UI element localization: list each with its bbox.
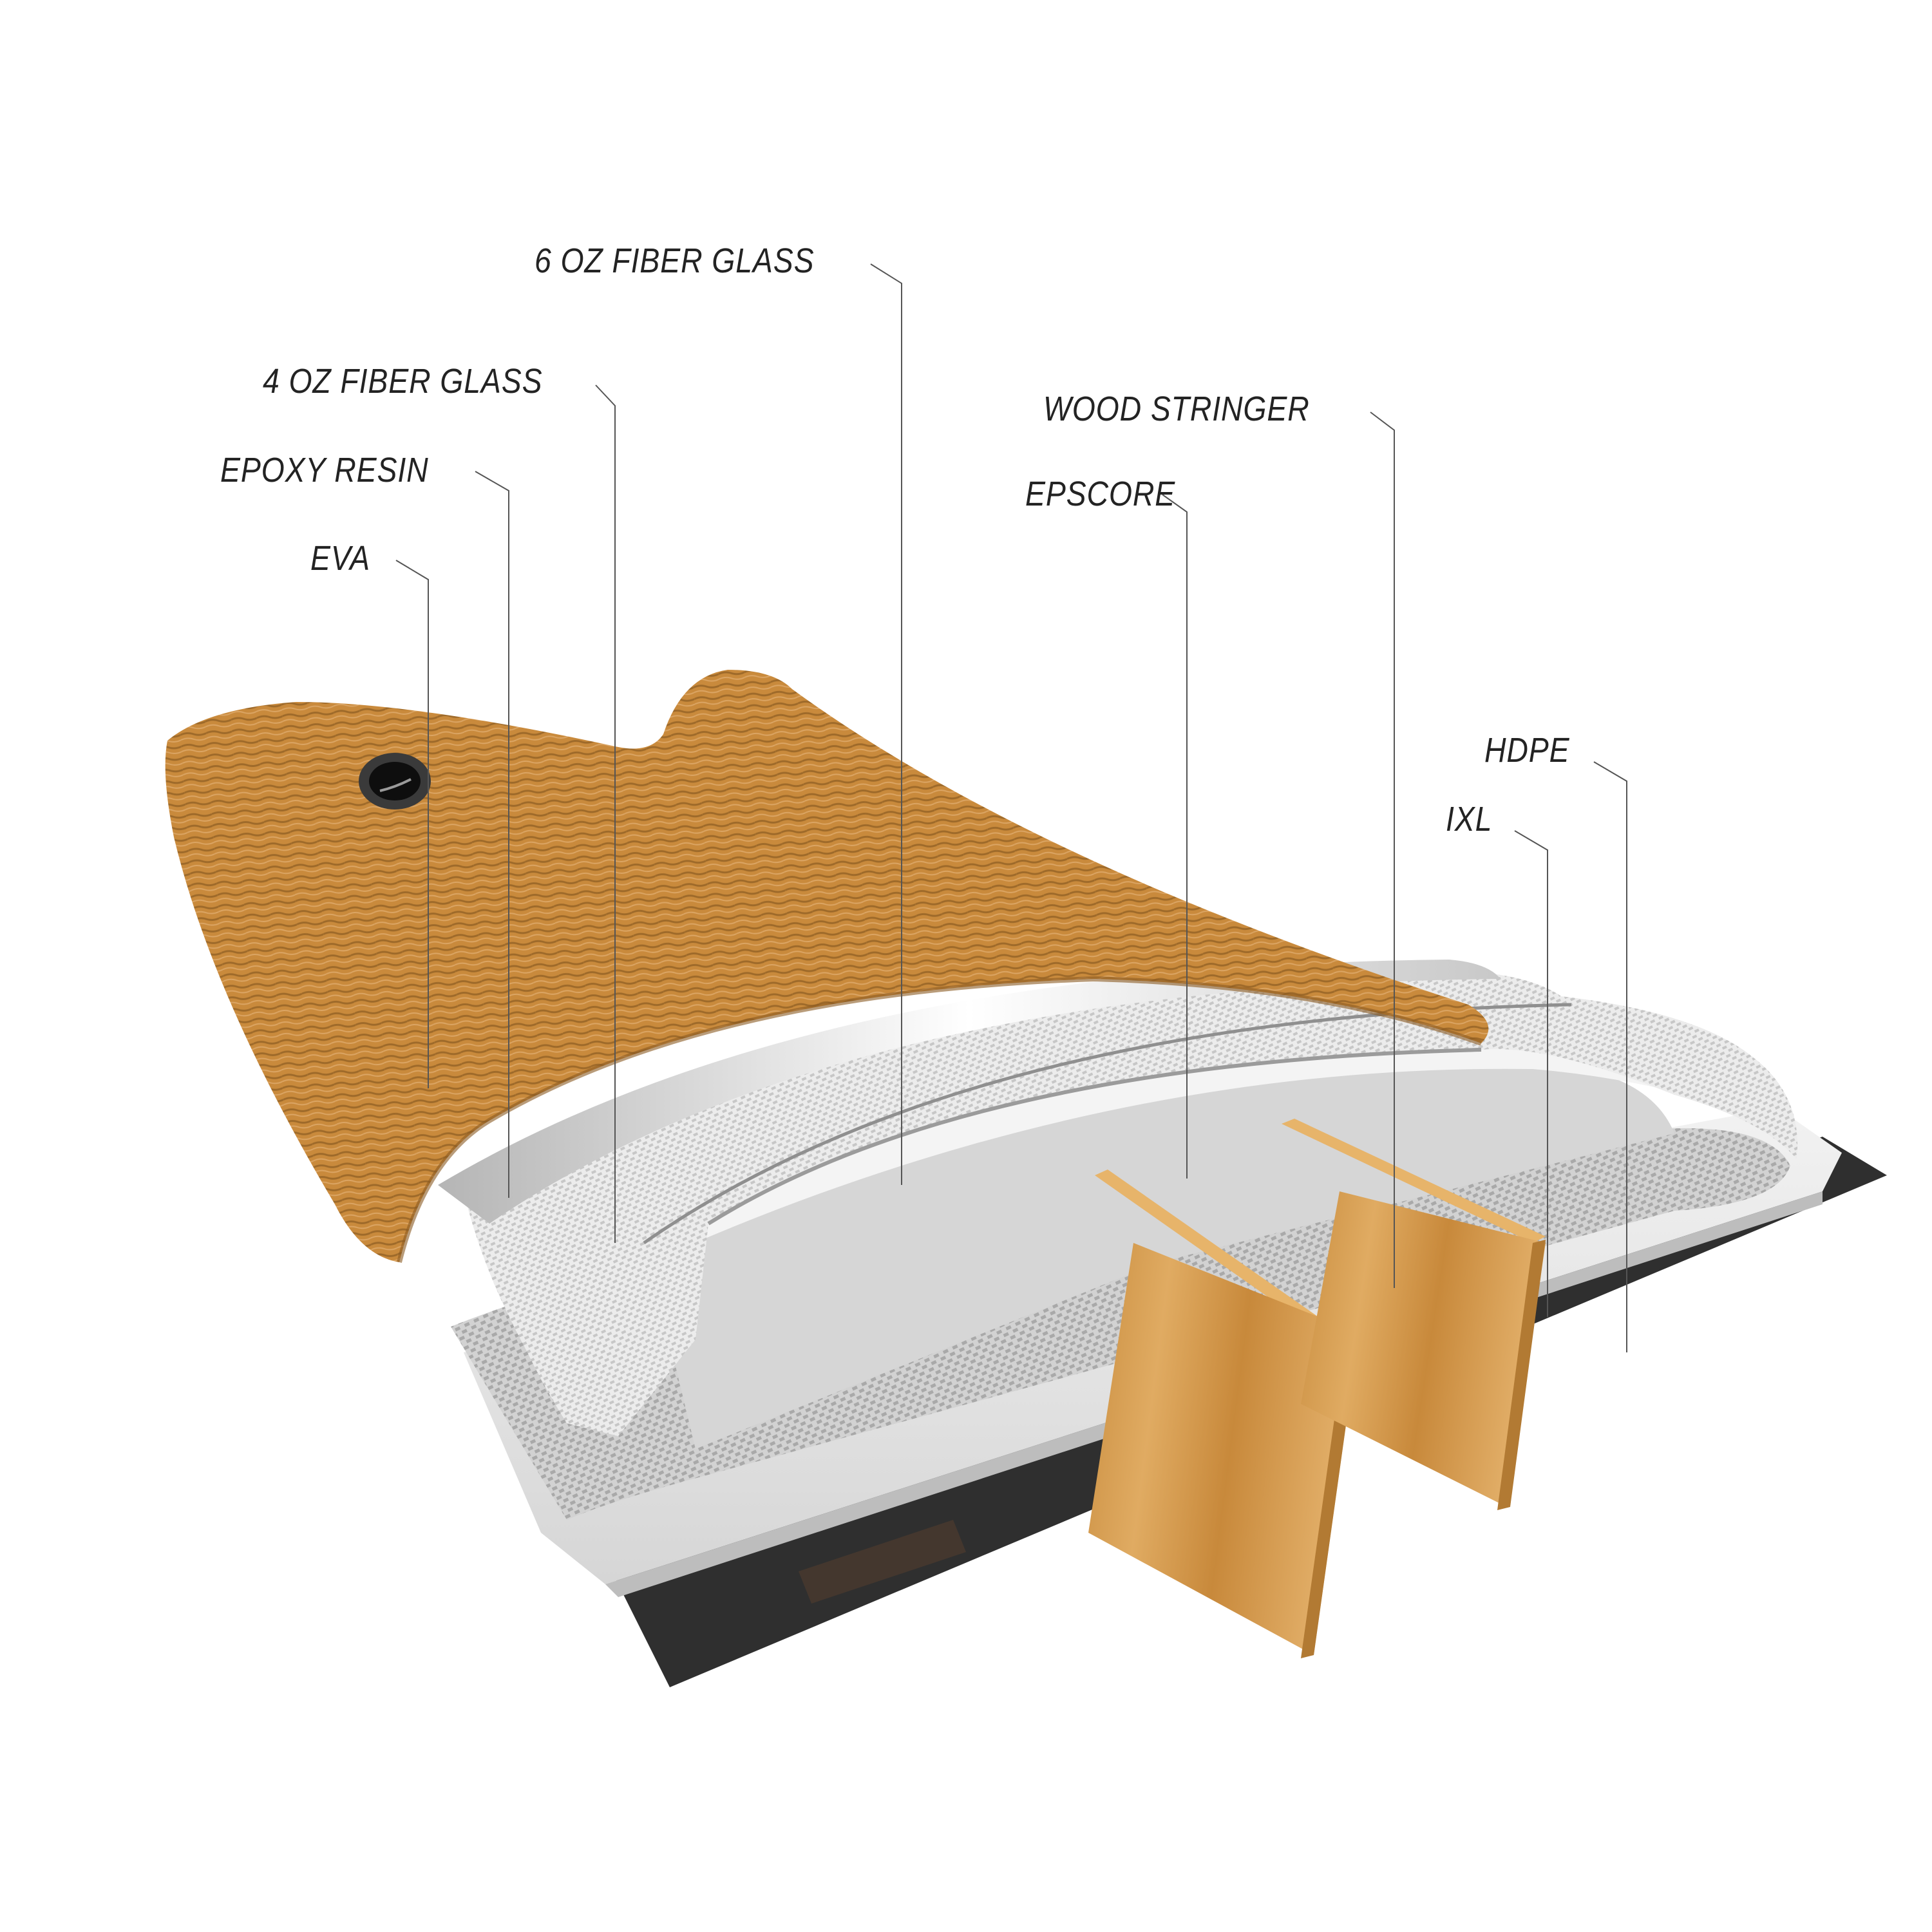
wood-stringer-right: [1282, 1119, 1546, 1510]
label-ixl: IXL: [1446, 800, 1493, 838]
leader-hdpe: [1593, 761, 1627, 1352]
grommet-icon: [359, 753, 431, 810]
label-epoxy-resin: EPOXY RESIN: [220, 451, 429, 489]
label-eva: EVA: [310, 539, 370, 578]
eva-deck-pad: [165, 670, 1489, 1263]
leader-fiberglass-4oz: [595, 384, 616, 1243]
label-fiberglass-4oz: 4 OZ FIBER GLASS: [263, 362, 543, 401]
epoxy-resin-band: [438, 960, 1501, 1224]
label-hdpe: HDPE: [1484, 731, 1570, 770]
leader-eva: [395, 560, 429, 1088]
leader-lines: [395, 263, 1627, 1352]
label-wood-stringer: WOOD STRINGER: [1043, 390, 1310, 428]
leader-wood-stringer: [1370, 412, 1395, 1288]
leader-epscore: [1162, 494, 1188, 1179]
leader-ixl: [1514, 830, 1548, 1317]
leader-fiberglass-6oz: [870, 263, 902, 1185]
label-fiberglass-6oz: 6 OZ FIBER GLASS: [535, 242, 815, 280]
label-epscore: EPSCORE: [1025, 475, 1176, 513]
leader-epoxy-resin: [475, 471, 509, 1198]
